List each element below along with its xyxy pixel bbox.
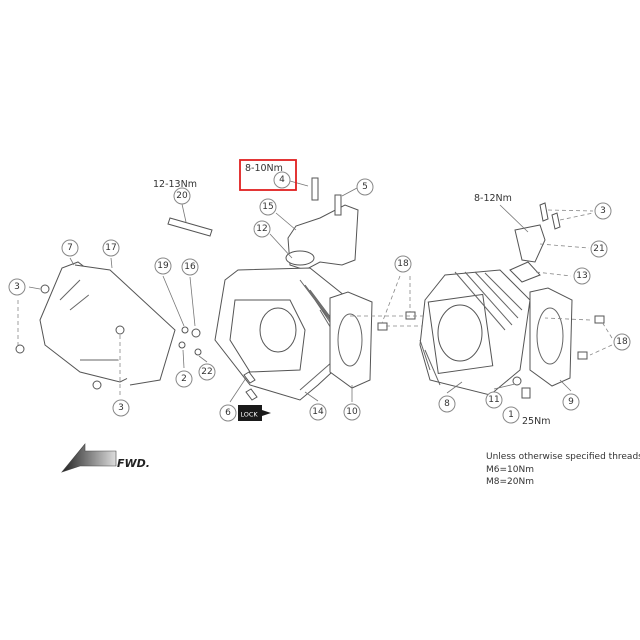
callout-9: 9 bbox=[562, 393, 580, 411]
svg-text:17: 17 bbox=[105, 243, 116, 253]
callout-17: 17 bbox=[102, 239, 120, 257]
svg-text:3: 3 bbox=[118, 403, 124, 413]
svg-text:2: 2 bbox=[181, 374, 187, 384]
callout-13: 13 bbox=[573, 267, 591, 285]
svg-text:10: 10 bbox=[346, 407, 358, 417]
cam-chain-tensioner bbox=[499, 202, 594, 283]
svg-text:14: 14 bbox=[312, 407, 324, 417]
base-gasket bbox=[529, 287, 573, 387]
spark-plug bbox=[167, 203, 213, 237]
callout-22: 22 bbox=[198, 363, 216, 381]
svg-text:16: 16 bbox=[184, 262, 196, 272]
note-line-2: M6=10Nm bbox=[486, 464, 534, 475]
svg-text:13: 13 bbox=[576, 271, 587, 281]
callout-18-right: 18 bbox=[613, 333, 631, 351]
svg-text:FWD.: FWD. bbox=[117, 457, 150, 470]
callout-3-left: 3 bbox=[8, 278, 26, 296]
highlight-box bbox=[239, 159, 297, 191]
forward-arrow-icon: FWD. bbox=[61, 443, 150, 473]
svg-text:15: 15 bbox=[262, 202, 273, 212]
callout-7: 7 bbox=[61, 239, 79, 257]
torque-spark-plug: 12-13Nm bbox=[153, 179, 197, 190]
svg-text:3: 3 bbox=[600, 206, 606, 216]
callout-12: 12 bbox=[253, 220, 271, 238]
callout-1: 1 bbox=[502, 406, 520, 424]
cylinder bbox=[419, 269, 531, 396]
intake-manifold bbox=[269, 177, 359, 271]
cylinder-head bbox=[214, 267, 351, 401]
note-line-3: M8=20Nm bbox=[486, 477, 534, 487]
torque-tensioner: 8-12Nm bbox=[474, 193, 512, 204]
svg-text:18: 18 bbox=[397, 259, 409, 269]
svg-text:5: 5 bbox=[362, 182, 368, 192]
callout-8: 8 bbox=[438, 395, 456, 413]
head-gasket bbox=[329, 291, 373, 402]
callout-10: 10 bbox=[343, 403, 361, 421]
torque-note: Unless otherwise specified threads M6=10… bbox=[486, 451, 640, 489]
svg-text:9: 9 bbox=[568, 397, 574, 407]
svg-text:21: 21 bbox=[593, 244, 604, 254]
torque-highlight: 8-10Nm bbox=[245, 163, 283, 174]
callout-5: 5 bbox=[356, 178, 374, 196]
svg-text:20: 20 bbox=[176, 191, 188, 201]
callout-6: 6 bbox=[219, 404, 237, 422]
callout-20: 20 bbox=[173, 187, 191, 205]
callout-15: 15 bbox=[259, 198, 277, 216]
callout-3-right: 3 bbox=[594, 202, 612, 220]
valve-cover bbox=[39, 261, 176, 386]
svg-text:8: 8 bbox=[444, 399, 450, 409]
callout-11: 11 bbox=[485, 391, 503, 409]
torque-drain-bolt: 25Nm bbox=[522, 416, 550, 427]
callout-4: 4 bbox=[273, 171, 291, 189]
note-line-1: Unless otherwise specified threads bbox=[486, 452, 640, 462]
svg-text:1: 1 bbox=[508, 410, 514, 420]
svg-text:11: 11 bbox=[488, 395, 499, 405]
svg-text:3: 3 bbox=[14, 282, 20, 292]
callout-16: 16 bbox=[181, 258, 199, 276]
svg-text:22: 22 bbox=[201, 367, 212, 377]
svg-text:18: 18 bbox=[616, 337, 628, 347]
lock-badge: LOCK bbox=[238, 405, 271, 421]
callout-14: 14 bbox=[309, 403, 327, 421]
callout-3-bottom: 3 bbox=[112, 399, 130, 417]
svg-text:12: 12 bbox=[256, 224, 267, 234]
callout-19: 19 bbox=[154, 257, 172, 275]
svg-text:LOCK: LOCK bbox=[240, 411, 258, 419]
callout-2: 2 bbox=[175, 370, 193, 388]
svg-text:7: 7 bbox=[67, 243, 73, 253]
svg-text:4: 4 bbox=[279, 175, 285, 185]
svg-text:19: 19 bbox=[157, 261, 169, 271]
callout-18-center: 18 bbox=[394, 255, 412, 273]
callout-21: 21 bbox=[590, 240, 608, 258]
svg-text:6: 6 bbox=[225, 408, 231, 418]
dowels-and-fasteners bbox=[15, 257, 613, 403]
